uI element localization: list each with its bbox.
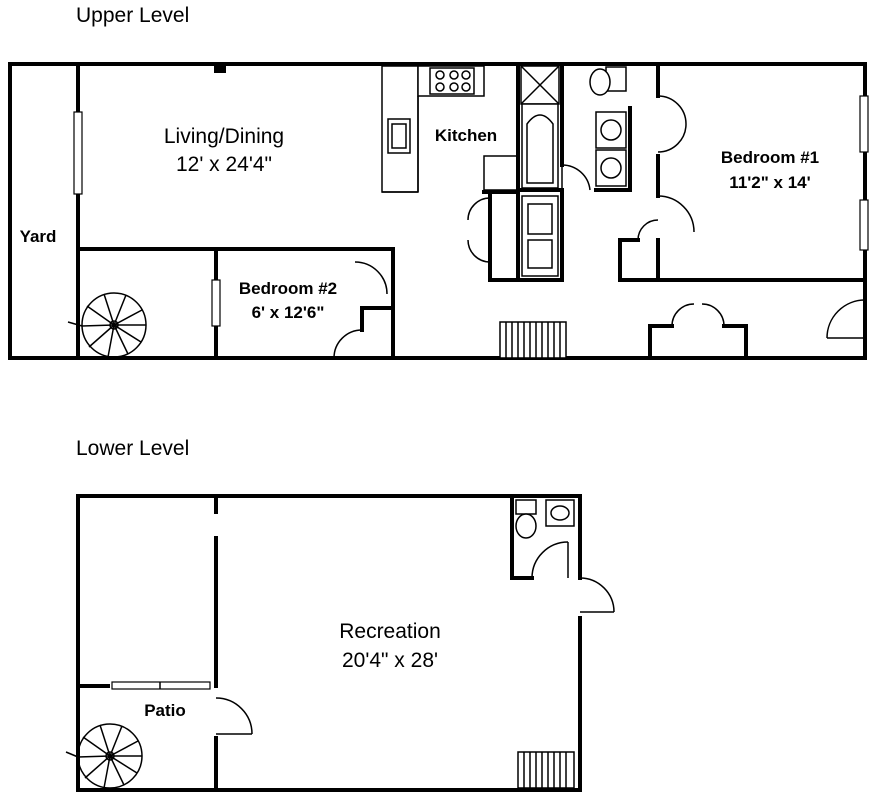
upper-level-title: Upper Level <box>76 4 189 27</box>
upper-level-plan <box>8 62 869 360</box>
bedroom1-label: Bedroom #1 <box>721 148 819 167</box>
lower-level-plan <box>65 494 615 792</box>
recreation-size: 20'4" x 28' <box>342 649 438 672</box>
bedroom2-label: Bedroom #2 <box>239 279 337 298</box>
bedroom1-size: 11'2" x 14' <box>729 173 810 192</box>
spiral-stair-lower <box>65 723 143 789</box>
living-dining-label: Living/Dining <box>164 125 284 148</box>
lower-level-title: Lower Level <box>76 437 189 460</box>
bedroom2-size: 6' x 12'6" <box>252 303 325 322</box>
living-dining-size: 12' x 24'4" <box>176 153 272 176</box>
spiral-stair-upper <box>67 292 147 358</box>
patio-label: Patio <box>144 701 186 720</box>
recreation-label: Recreation <box>339 620 441 643</box>
kitchen-label: Kitchen <box>435 126 497 145</box>
yard-label: Yard <box>20 227 57 246</box>
